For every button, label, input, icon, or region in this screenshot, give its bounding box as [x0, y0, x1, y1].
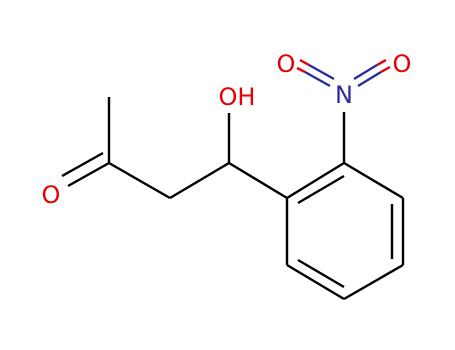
bond-ring-inner-3 [297, 258, 345, 289]
bond-ring-4 [343, 263, 404, 301]
bond-lines [61, 58, 405, 301]
bond-c-ring [228, 161, 288, 200]
bond-no-left-a [304, 70, 331, 88]
bond-carbonyl-ch2 [108, 161, 171, 200]
bond-no-right-a [357, 70, 382, 88]
bond-ch2-choh [169, 161, 230, 200]
hydroxyl-label: OH [219, 83, 256, 111]
bond-co-b [61, 151, 104, 178]
bond-no-left-a2 [296, 66, 306, 74]
bond-ring-2 [343, 161, 404, 200]
bond-ring-inner-1 [297, 174, 345, 205]
bond-no-right-b2 [376, 58, 387, 67]
nitro-nitrogen-label: N [335, 81, 353, 109]
bond-no-right-a2 [380, 65, 391, 74]
bond-no-right-b [353, 63, 378, 81]
bond-ring-5 [286, 263, 345, 301]
nitro-oxygen-right-label: O [393, 50, 412, 78]
ketone-oxygen-label: O [42, 181, 61, 209]
bond-co-a [67, 161, 110, 188]
bond-no-left-b [308, 63, 335, 81]
nitro-oxygen-left-label: O [277, 50, 296, 78]
bond-no-left-b2 [299, 58, 310, 67]
bond-ring-1 [286, 161, 345, 200]
